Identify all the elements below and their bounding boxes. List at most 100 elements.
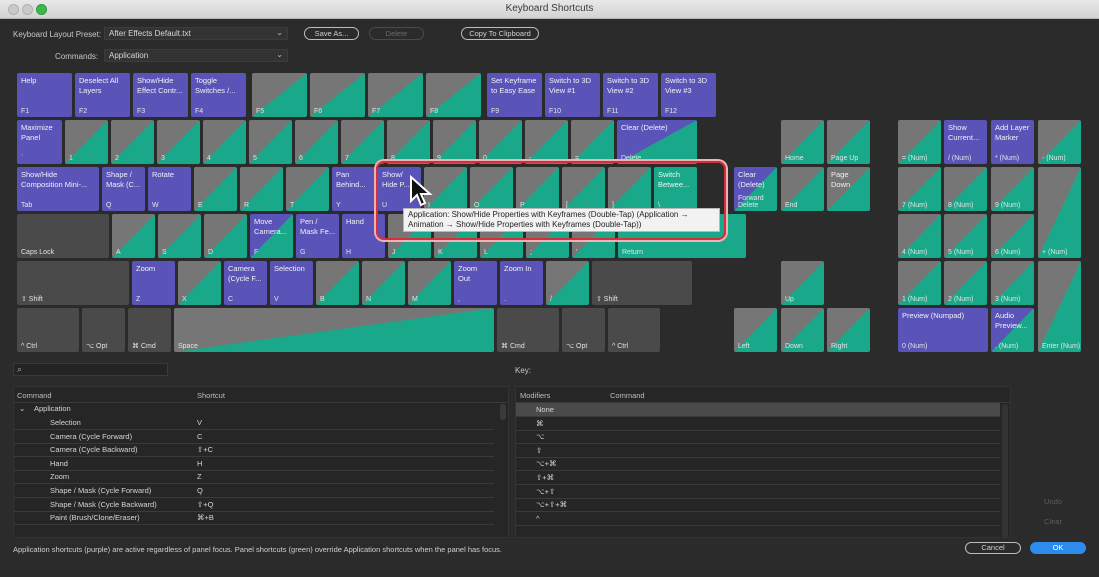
key-caps-lock[interactable]: Caps Lock	[17, 214, 109, 258]
key-symbol[interactable]: [	[562, 167, 605, 211]
key-num[interactable]: + (Num)	[1038, 167, 1081, 258]
key-q[interactable]: Shape / Mask (C...Q	[102, 167, 145, 211]
key-enter-num[interactable]: Enter (Num)	[1038, 261, 1081, 352]
key-o[interactable]: O	[470, 167, 513, 211]
key-s[interactable]: S	[158, 214, 201, 258]
key-6[interactable]: 6	[295, 120, 338, 164]
ok-button[interactable]: OK	[1030, 542, 1086, 554]
key-f6[interactable]: F6	[310, 73, 365, 117]
key-f3[interactable]: Show/Hide Effect Contr...F3	[133, 73, 188, 117]
key-symbol[interactable]: -	[525, 120, 568, 164]
preset-select[interactable]: After Effects Default.txt ⌄	[104, 27, 288, 40]
commands-select[interactable]: Application ⌄	[104, 49, 288, 62]
key-e[interactable]: E	[194, 167, 237, 211]
table-row[interactable]: Shape / Mask (Cycle Backward)⇧+Q	[14, 498, 494, 511]
cancel-button[interactable]: Cancel	[965, 542, 1021, 554]
copy-to-clipboard-button[interactable]: Copy To Clipboard	[461, 27, 539, 40]
modifier-row[interactable]: ⌥	[516, 430, 1000, 443]
key-space[interactable]: Space	[174, 308, 494, 352]
key-7-num[interactable]: 7 (Num)	[898, 167, 941, 211]
key-1[interactable]: 1	[65, 120, 108, 164]
search-field[interactable]: ⌕	[13, 363, 168, 376]
key-right[interactable]: Right	[827, 308, 870, 352]
key-symbol[interactable]: Zoom In.	[500, 261, 543, 305]
modifier-row[interactable]: ⌥+⇧	[516, 485, 1000, 498]
key-r[interactable]: R	[240, 167, 283, 211]
modifier-row[interactable]: None	[516, 403, 1000, 416]
minimize-window-button[interactable]	[22, 4, 33, 15]
key-cmd[interactable]: ⌘ Cmd	[128, 308, 171, 352]
group-row[interactable]: ⌄ Application	[14, 402, 508, 415]
modifier-row[interactable]: ⌘	[516, 417, 1000, 430]
key-num[interactable]: - (Num)	[1038, 120, 1081, 164]
key-4-num[interactable]: 4 (Num)	[898, 214, 941, 258]
save-as-button[interactable]: Save As...	[304, 27, 359, 40]
key-symbol[interactable]: Zoom Out,	[454, 261, 497, 305]
key-u[interactable]: Show/ Hide P...U	[378, 167, 421, 211]
key-4[interactable]: 4	[203, 120, 246, 164]
key-c[interactable]: Camera (Cycle F...C	[224, 261, 267, 305]
key-left[interactable]: Left	[734, 308, 777, 352]
key-t[interactable]: T	[286, 167, 329, 211]
undo-button[interactable]: Undo	[1044, 497, 1062, 506]
key-symbol[interactable]: /	[546, 261, 589, 305]
clear-button[interactable]: Clear	[1044, 517, 1062, 526]
key-m[interactable]: M	[408, 261, 451, 305]
key-x[interactable]: X	[178, 261, 221, 305]
key-symbol[interactable]: ]	[608, 167, 651, 211]
scrollbar-track[interactable]	[1002, 404, 1008, 537]
key-page-down[interactable]: Page Down	[827, 167, 870, 211]
key-p[interactable]: P	[516, 167, 559, 211]
key-opt[interactable]: ⌥ Opt	[82, 308, 125, 352]
key-9[interactable]: 9	[433, 120, 476, 164]
chevron-down-icon[interactable]: ⌄	[19, 404, 26, 413]
key-7[interactable]: 7	[341, 120, 384, 164]
key-6-num[interactable]: 6 (Num)	[991, 214, 1034, 258]
modifier-row[interactable]: ⌥+⌘	[516, 457, 1000, 470]
key-1-num[interactable]: 1 (Num)	[898, 261, 941, 305]
scrollbar-thumb[interactable]	[500, 404, 506, 420]
key-0-num[interactable]: Preview (Numpad)0 (Num)	[898, 308, 988, 352]
close-window-button[interactable]	[8, 4, 19, 15]
key-f4[interactable]: Toggle Switches /...F4	[191, 73, 246, 117]
key-f[interactable]: Move Camera...F	[250, 214, 293, 258]
key-y[interactable]: Pan Behind...Y	[332, 167, 375, 211]
table-row[interactable]: Paint (Brush/Clone/Eraser)⌘+B	[14, 511, 494, 524]
modifier-row[interactable]: ⇧+⌘	[516, 471, 1000, 484]
key-9-num[interactable]: 9 (Num)	[991, 167, 1034, 211]
key-end[interactable]: End	[781, 167, 824, 211]
key-symbol[interactable]: Maximize Panel`	[17, 120, 62, 164]
key-0[interactable]: 0	[479, 120, 522, 164]
key-8[interactable]: 8	[387, 120, 430, 164]
shortcut-column-header[interactable]: Shortcut	[197, 391, 225, 400]
key-num[interactable]: Show Current.../ (Num)	[944, 120, 987, 164]
key-3-num[interactable]: 3 (Num)	[991, 261, 1034, 305]
key-8-num[interactable]: 8 (Num)	[944, 167, 987, 211]
key-g[interactable]: Pen / Mask Fe...G	[296, 214, 339, 258]
key-5[interactable]: 5	[249, 120, 292, 164]
command-column-header[interactable]: Command	[17, 391, 52, 400]
key-symbol[interactable]: =	[571, 120, 614, 164]
key-ctrl[interactable]: ^ Ctrl	[608, 308, 660, 352]
zoom-window-button[interactable]	[36, 4, 47, 15]
key-symbol[interactable]: Switch Betwee...\	[654, 167, 697, 211]
key-2-num[interactable]: 2 (Num)	[944, 261, 987, 305]
key-page-up[interactable]: Page Up	[827, 120, 870, 164]
table-row[interactable]: Shape / Mask (Cycle Forward)Q	[14, 484, 494, 497]
key-num[interactable]: = (Num)	[898, 120, 941, 164]
table-row[interactable]: Camera (Cycle Forward)C	[14, 430, 494, 443]
key-shift[interactable]: ⇧ Shift	[17, 261, 129, 305]
key-shift[interactable]: ⇧ Shift	[592, 261, 692, 305]
key-d[interactable]: D	[204, 214, 247, 258]
key-3[interactable]: 3	[157, 120, 200, 164]
